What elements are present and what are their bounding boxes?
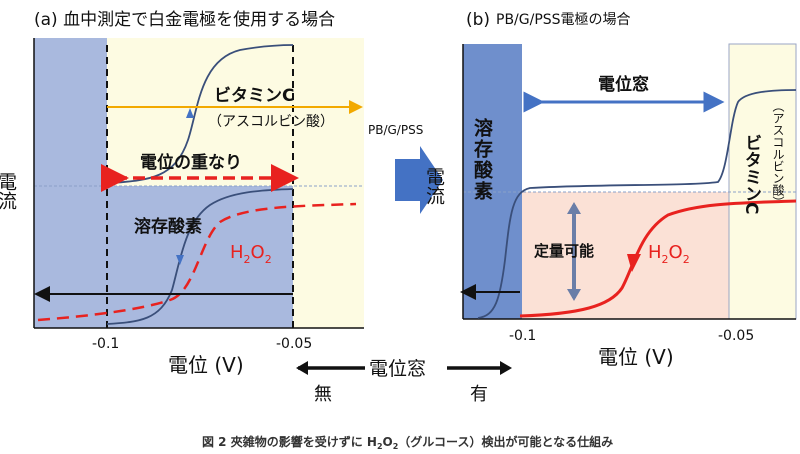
panel-a-overlap-label: 電位の重なり (140, 152, 242, 173)
panel-a-oxygen-arrowhead (176, 255, 184, 265)
window-scale-label: 電位窓 (369, 358, 426, 380)
panel-b-window-label: 電位窓 (598, 74, 649, 95)
panel-b-h2o2-label: H2O2 (648, 242, 690, 266)
panel-a-oxygen-label: 溶存酸素 (134, 216, 202, 237)
panel-a-h2o2-curve (37, 202, 357, 322)
panel-b-quant-arrowhead-bottom (567, 289, 581, 301)
middle-arrow-label: PB/G/PSS (368, 123, 423, 137)
panel-a-x-axis-label: 電位 (V) (168, 353, 244, 377)
panel-a-tick-neg01: -0.1 (92, 336, 119, 352)
window-scale-right-arrowhead (500, 361, 512, 375)
panel-b-h2o2-curve (519, 199, 797, 318)
panel-b-oxygen-label: 溶存酸素 (471, 117, 493, 202)
middle-big-arrow (395, 146, 443, 214)
window-scale (296, 361, 512, 375)
panel-b (460, 43, 797, 320)
window-scale-none: 無 (314, 384, 332, 405)
panel-b-h2o2-arrowhead (627, 254, 641, 272)
panel-b-vitamin-c-label: ビタミンC (741, 134, 761, 215)
panel-b-title-prefix: (b) (466, 10, 490, 30)
panel-a-vitamin-c-arrowhead (186, 108, 194, 118)
panel-a (33, 38, 364, 329)
panel-a-h2o2-label: H2O2 (230, 242, 272, 266)
panel-a-vitamin-c-sub: （アスコルビン酸） (208, 114, 334, 130)
panel-b-x-axis-label: 電位 (V) (598, 345, 674, 369)
panel-b-tick-neg005: -0.05 (718, 328, 754, 344)
panel-a-y-axis-label: 電流 (0, 172, 17, 210)
panel-b-vitamin-c-sub: （アスコルビン酸） (771, 100, 785, 208)
panel-a-tick-neg005: -0.05 (276, 336, 312, 352)
panel-b-title: PB/G/PSS電極の場合 (496, 12, 631, 28)
figure-caption: 図 2 夾雑物の影響を受けずに H2O2（グルコース）検出が可能となる仕組み (202, 434, 613, 451)
panel-a-yellow-top (107, 38, 364, 186)
panel-b-y-axis-label: 電流 (423, 167, 445, 205)
panel-a-blue-left (34, 38, 107, 328)
panel-b-quant-label: 定量可能 (534, 242, 594, 260)
panel-b-pink-region (522, 192, 729, 319)
panel-b-yellow-right (728, 43, 797, 320)
window-scale-has: 有 (470, 384, 488, 405)
panel-b-main-curve (477, 89, 797, 319)
window-scale-left-arrowhead (296, 361, 308, 375)
panel-a-vitamin-c-label: ビタミンC (214, 86, 294, 106)
panel-b-blue-left (463, 44, 522, 319)
panel-b-tick-neg01: -0.1 (509, 328, 536, 344)
panel-a-title: (a) 血中測定で白金電極を使用する場合 (34, 9, 335, 30)
panel-a-oxygen-curve (106, 188, 294, 325)
panel-b-quant-arrowhead-top (567, 202, 581, 214)
panel-a-yellow-right (293, 186, 364, 328)
